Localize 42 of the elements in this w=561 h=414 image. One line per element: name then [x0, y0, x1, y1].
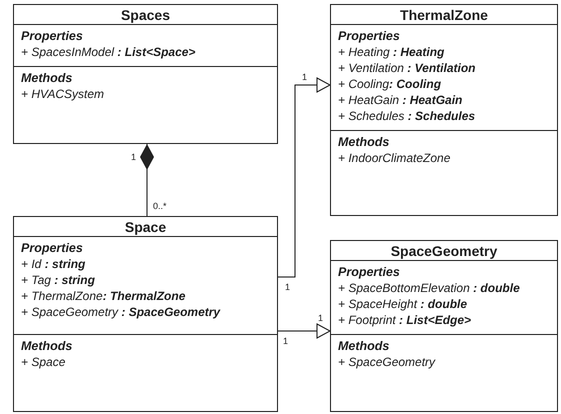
section-heading: Methods — [337, 338, 390, 354]
attribute-text: + SpaceGeometry : SpaceGeometry — [20, 304, 220, 320]
section-heading: Properties — [337, 28, 400, 44]
attribute-text: + Ventilation : Ventilation — [337, 60, 476, 76]
multiplicity-label: 1 — [285, 282, 290, 292]
class-box — [13, 216, 278, 412]
attribute-text: + Schedules : Schedules — [337, 108, 476, 124]
attribute-text: + Heating : Heating — [337, 44, 444, 60]
attribute-text: + Id : string — [20, 256, 86, 272]
multiplicity-label: 1 — [131, 152, 136, 162]
section-heading: Methods — [20, 70, 72, 86]
class-box — [13, 4, 278, 144]
multiplicity-label: 1 — [302, 72, 308, 82]
attribute-text: + SpacesInModel : List<Space> — [20, 44, 196, 60]
section-heading: Properties — [337, 264, 400, 280]
method-text: + Space — [20, 354, 66, 370]
method-text: + IndoorClimateZone — [337, 150, 450, 166]
attribute-text: + SpaceBottomElevation : double — [337, 280, 520, 296]
multiplicity-label: 1 — [318, 313, 324, 323]
class-name: ThermalZone — [399, 6, 489, 24]
class-box — [330, 240, 558, 412]
class-box — [330, 4, 558, 216]
section-heading: Methods — [20, 338, 72, 354]
attribute-text: + Cooling: Cooling — [337, 76, 442, 92]
class-name: SpaceGeometry — [390, 242, 498, 260]
class-name: Space — [124, 218, 168, 236]
attribute-text: + SpaceHeight : double — [337, 296, 468, 312]
association-arrow — [278, 78, 330, 278]
attribute-text: + Tag : string — [20, 272, 95, 288]
composition-line — [140, 144, 154, 216]
multiplicity-label: 1 — [283, 336, 288, 346]
method-text: + SpaceGeometry — [337, 354, 436, 370]
attribute-text: + ThermalZone: ThermalZone — [20, 288, 186, 304]
section-heading: Properties — [20, 28, 83, 44]
class-name: Spaces — [120, 6, 172, 24]
multiplicity-label: 0..* — [153, 201, 167, 211]
attribute-text: + HeatGain : HeatGain — [337, 92, 462, 108]
section-heading: Methods — [337, 134, 390, 150]
section-heading: Properties — [20, 240, 83, 256]
association-arrow — [278, 324, 330, 338]
method-text: + HVACSystem — [20, 86, 104, 102]
attribute-text: + Footprint : List<Edge> — [337, 312, 472, 328]
